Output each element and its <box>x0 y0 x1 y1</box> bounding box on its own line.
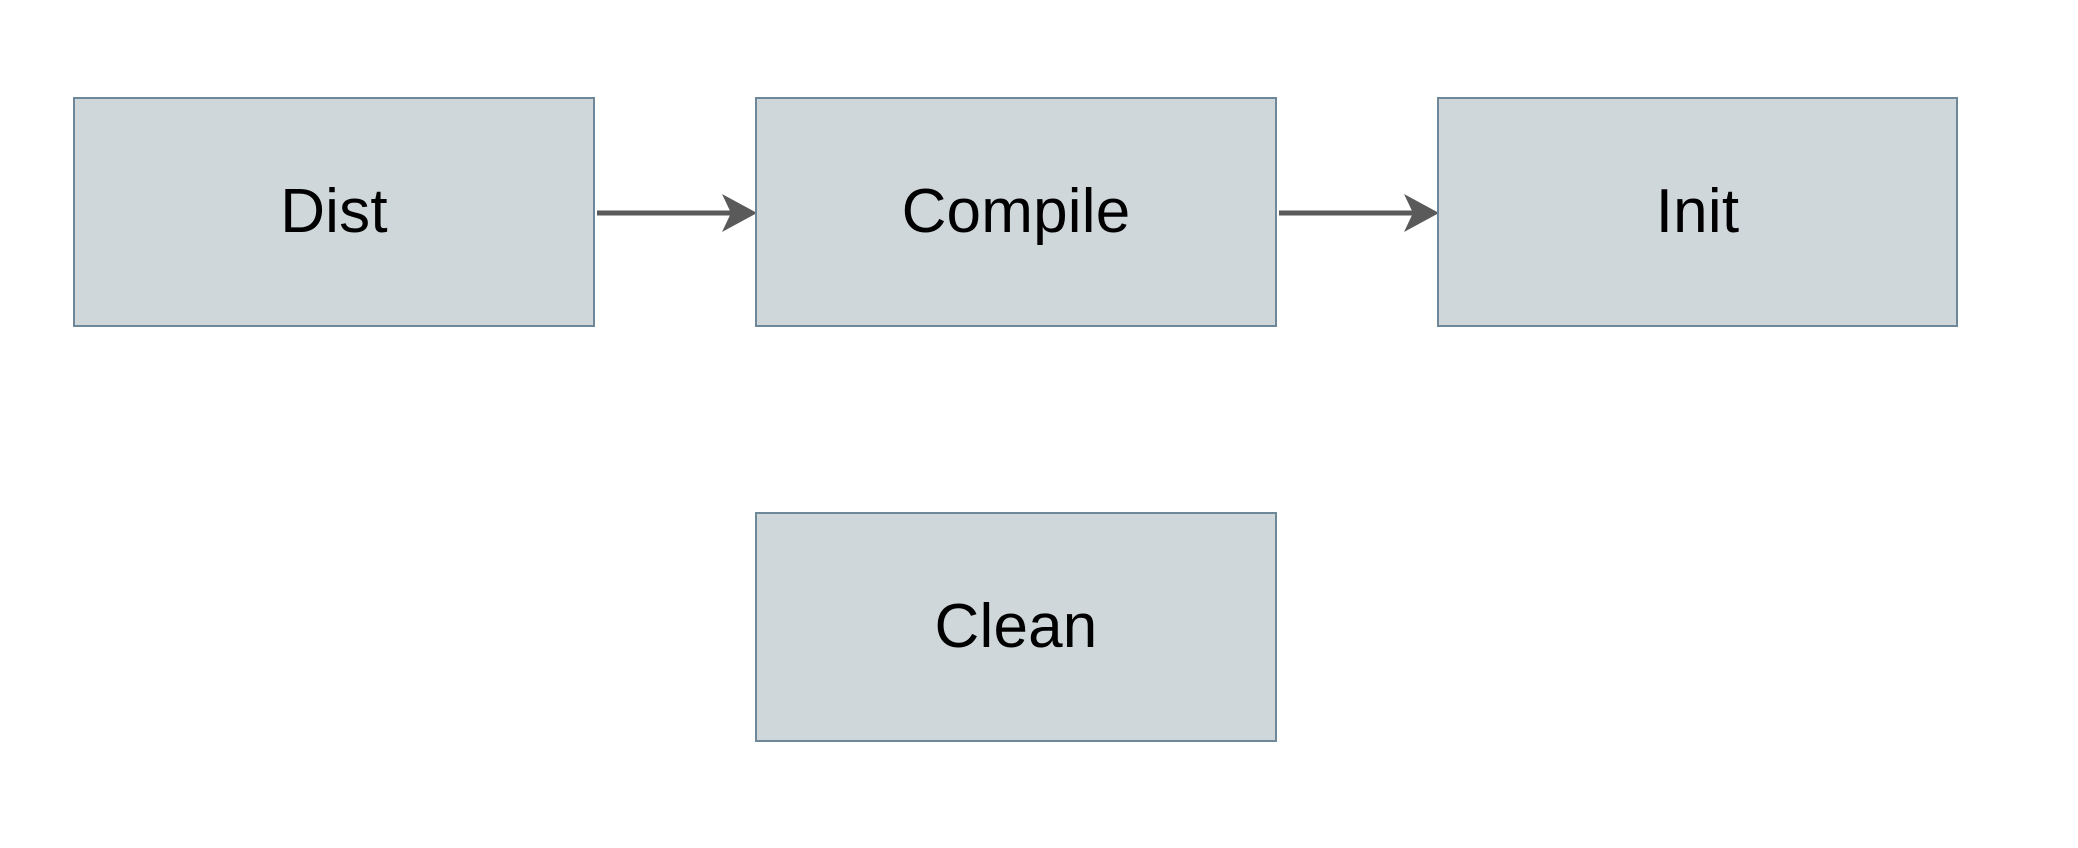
node-dist[interactable]: Dist <box>73 97 595 327</box>
node-label-clean: Clean <box>934 592 1098 661</box>
node-label-dist: Dist <box>280 177 388 246</box>
node-compile[interactable]: Compile <box>755 97 1277 327</box>
edge-dist-to-compile[interactable] <box>597 194 757 232</box>
node-label-compile: Compile <box>901 177 1131 246</box>
node-label-init: Init <box>1655 177 1740 246</box>
arrowhead-dist-to-compile <box>722 194 757 232</box>
edge-compile-to-init[interactable] <box>1279 194 1439 232</box>
node-clean[interactable]: Clean <box>755 512 1277 742</box>
node-init[interactable]: Init <box>1437 97 1958 327</box>
arrowhead-compile-to-init <box>1404 194 1439 232</box>
